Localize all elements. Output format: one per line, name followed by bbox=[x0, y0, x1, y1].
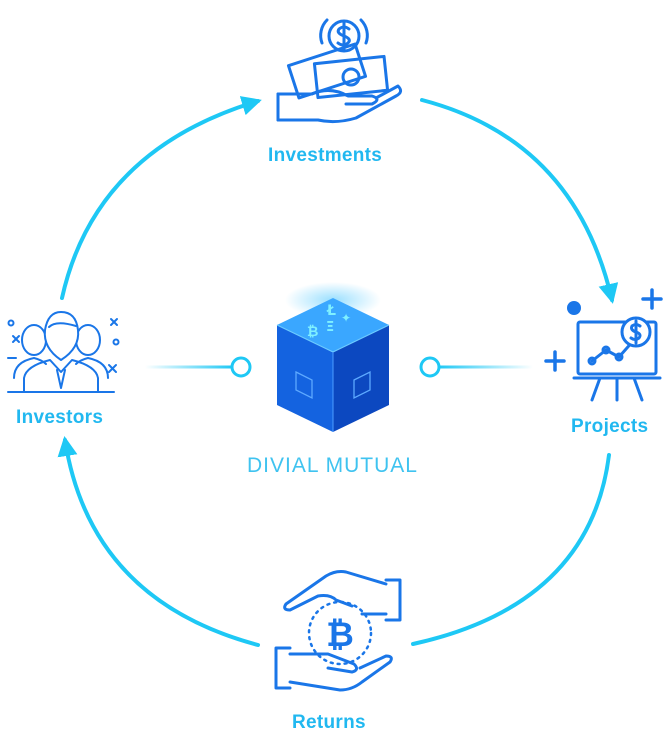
dot-decoration bbox=[567, 301, 581, 315]
investors-label: Investors bbox=[16, 407, 104, 428]
money-hand-icon bbox=[276, 18, 403, 124]
returns-label: Returns bbox=[292, 712, 366, 733]
plus-decoration bbox=[544, 350, 566, 372]
arrow-returns-to-investors bbox=[57, 436, 260, 647]
arrow-investors-to-investments bbox=[60, 96, 262, 300]
connector-right bbox=[419, 356, 533, 378]
plus-decoration bbox=[641, 288, 663, 310]
ripple-symbol: ✦ bbox=[341, 311, 351, 325]
projects-label: Projects bbox=[571, 416, 649, 437]
presentation-chart-icon bbox=[544, 288, 663, 402]
crypto-cube-icon: Ł ₿ Ξ ✦ bbox=[276, 282, 390, 432]
center-label: DIVIAL MUTUAL bbox=[247, 454, 418, 477]
investor-group-icon bbox=[7, 311, 120, 393]
connector-left bbox=[145, 356, 252, 378]
arc-projects-to-returns bbox=[411, 453, 611, 646]
arrow-investments-to-projects bbox=[420, 98, 619, 304]
investments-label: Investments bbox=[268, 145, 383, 166]
ethereum-symbol: Ξ bbox=[326, 320, 334, 335]
litecoin-symbol: Ł bbox=[326, 303, 336, 319]
bitcoin-symbol: ₿ bbox=[307, 324, 318, 340]
bitcoin-exchange-hands-icon: ₿ bbox=[274, 570, 402, 692]
bitcoin-symbol: ₿ bbox=[326, 615, 354, 655]
